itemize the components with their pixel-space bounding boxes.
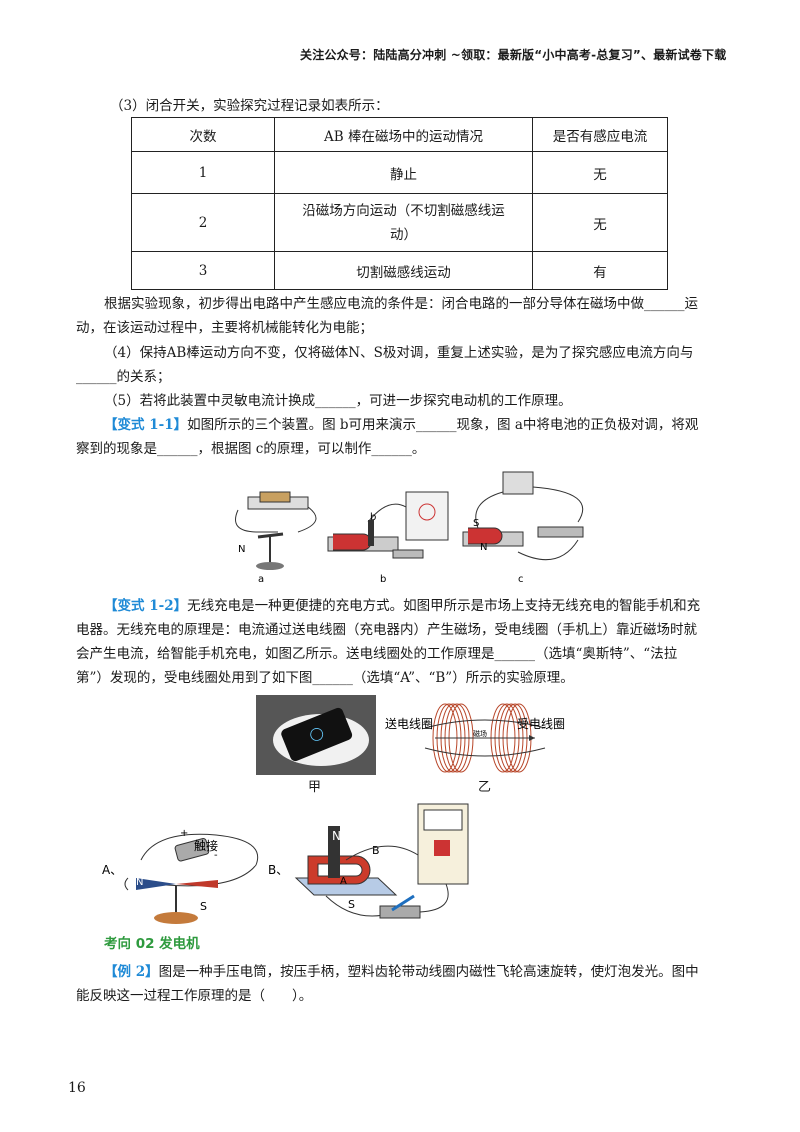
table-header-row: 次数 AB 棒在磁场中的运动情况 是否有感应电流 xyxy=(131,117,668,152)
table-cell: 沿磁场方向运动（不切割磁感线运动） xyxy=(274,193,533,252)
device-b: b b xyxy=(327,491,449,585)
option-a-label: A、 xyxy=(102,863,122,877)
variant-1-2-line2: 电器。无线充电的原理是：电流通过送电线圈（充电器内）产生磁场，受电线圈（手机上）… xyxy=(76,622,697,638)
q4-line: ______的关系； xyxy=(76,369,171,385)
table-header-cell: 是否有感应电流 xyxy=(532,117,668,152)
device-c: N S c xyxy=(462,471,584,585)
label-c: c xyxy=(518,574,524,585)
apparatus-a: A、 + - 触接 N S xyxy=(102,828,258,924)
table-cell: 2 xyxy=(131,193,275,252)
field-label: 磁场 xyxy=(473,729,487,738)
device-a: N a xyxy=(235,491,317,585)
variant-tag: 【变式 1-2】 xyxy=(104,598,188,614)
table-cell: 无 xyxy=(532,193,668,252)
table-cell: 无 xyxy=(532,151,668,194)
apparatus-b: B、 N B A S xyxy=(268,803,469,919)
table-cell: 有 xyxy=(532,251,668,290)
option-b-label: B、 xyxy=(268,863,288,877)
table-cell-line: 动） xyxy=(390,226,417,243)
table-header-cell: AB 棒在磁场中的运动情况 xyxy=(274,117,533,152)
label-a: a xyxy=(258,574,264,585)
variant-1-2-line4: 第”）发现的，受电线圈处用到了如下图______（选填“A”、“B”）所示的实验… xyxy=(76,670,574,686)
experiment-table: 次数 AB 棒在磁场中的运动情况 是否有感应电流 1 静止 无 2 沿磁场方向运… xyxy=(131,117,668,290)
example-text: 图是一种手压电筒，按压手柄，塑料齿轮带动线圈内磁性飞轮高速旋转，使灯泡发光。图中 xyxy=(158,964,699,980)
q5-line: （5）若将此装置中灵敏电流计换成______，可进一步探究电动机的工作原理。 xyxy=(104,393,572,409)
label-c-s: S xyxy=(473,518,479,529)
figure-three-devices: N a b b N S c xyxy=(235,471,584,585)
magnet-n: N xyxy=(332,829,341,843)
variant-text: 无线充电是一种更便捷的充电方式。如图甲所示是市场上支持无线充电的智能手机和充 xyxy=(187,598,701,614)
pole-s: S xyxy=(200,900,207,913)
table-cell-line: 沿磁场方向运动（不切割磁感线运 xyxy=(302,202,505,219)
variant-1-2: 【变式 1-2】无线充电是一种更便捷的充电方式。如图甲所示是市场上支持无线充电的… xyxy=(104,596,700,616)
variant-tag: 【变式 1-1】 xyxy=(104,417,188,433)
variant-1-1: 【变式 1-1】如图所示的三个装置。图 b可用来演示______现象，图 a中将… xyxy=(104,415,698,435)
figure-ab-apparatus: A、 + - 触接 N S B、 N B A S xyxy=(102,803,469,924)
page-header: 关注公众号：陆陆高分冲刺 ~领取：最新版“小中高考-总复习”、最新试卷下载 xyxy=(300,48,727,62)
example-2: 【例 2】图是一种手压电筒，按压手柄，塑料齿轮带动线圈内磁性飞轮高速旋转，使灯泡… xyxy=(104,962,699,982)
table-row: 2 沿磁场方向运动（不切割磁感线运动） 无 xyxy=(131,193,668,252)
minus-sign: - xyxy=(214,850,218,861)
table-row: 1 静止 无 xyxy=(131,151,668,194)
q4-line: （4）保持AB棒运动方向不变，仅将磁体N、S极对调，重复上述实验，是为了探究感应… xyxy=(104,345,694,361)
variant-1-1-line2: 察到的现象是______，根据图 c的原理，可以制作______。 xyxy=(76,441,426,457)
receive-coil-label: 受电线圈 xyxy=(517,717,565,731)
rod-a: A xyxy=(340,876,347,887)
page-number: 16 xyxy=(68,1080,86,1096)
table-cell: 静止 xyxy=(274,151,533,194)
pole-n: N xyxy=(136,877,143,888)
contact-label: 触接 xyxy=(194,838,218,853)
label-c-n: N xyxy=(480,542,487,553)
label-n: N xyxy=(238,544,245,555)
plus-sign: + xyxy=(180,828,188,839)
section-heading: 考向 02 发电机 xyxy=(104,936,200,952)
fig-yi-label: 乙 xyxy=(478,780,492,795)
q3-intro: （3）闭合开关，实验探究过程记录如表所示： xyxy=(110,98,389,114)
label-b: b xyxy=(380,574,386,585)
magnet-s: S xyxy=(348,898,355,911)
table-row: 3 切割磁感线运动 有 xyxy=(131,251,668,290)
table-header-cell: 次数 xyxy=(131,117,275,152)
rod-b: B xyxy=(372,844,380,857)
table-cell: 3 xyxy=(131,251,275,290)
send-coil-label: 送电线圈 xyxy=(385,716,433,731)
example-tag: 【例 2】 xyxy=(104,964,159,980)
table-cell: 1 xyxy=(131,151,275,194)
conclusion-line: 根据实验现象，初步得出电路中产生感应电流的条件是：闭合电路的一部分导体在磁场中做… xyxy=(104,296,698,312)
fig-jia-label: 甲 xyxy=(308,780,322,795)
example-2-line2: 能反映这一过程工作原理的是（ ）。 xyxy=(76,988,313,1004)
figure-jia-photo xyxy=(256,695,376,775)
table-cell: 切割磁感线运动 xyxy=(274,251,533,290)
variant-text: 如图所示的三个装置。图 b可用来演示______现象，图 a中将电池的正负极对调… xyxy=(187,417,699,433)
label-b-bar: b xyxy=(370,512,376,523)
variant-1-2-line3: 会产生电流，给智能手机充电，如图乙所示。送电线圈处的工作原理是______（选填… xyxy=(76,646,678,662)
figure-yi-coils: 磁场 送电线圈 受电线圈 xyxy=(385,703,565,773)
conclusion-line: 动，在该运动过程中，主要将机械能转化为电能； xyxy=(76,320,373,336)
